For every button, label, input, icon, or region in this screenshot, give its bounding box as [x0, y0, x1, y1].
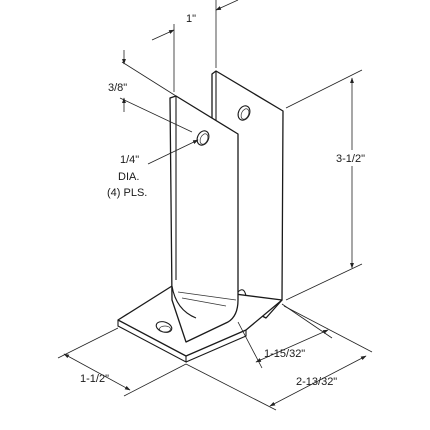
- dim-height: 3-1/2": [285, 69, 374, 301]
- dim-hole-offset: 3/8": [108, 50, 193, 133]
- dim-top-width: 1": [151, 0, 239, 92]
- hole-note: 1/4" DIA. (4) PLS.: [107, 139, 199, 199]
- dim-height-label: 3-1/2": [336, 153, 365, 165]
- front-plate-hole: [196, 130, 210, 146]
- hole-note-qty: (4) PLS.: [107, 187, 147, 199]
- dim-top-width-label: 1": [186, 13, 196, 25]
- hole-note-dia: DIA.: [118, 171, 139, 183]
- front-upright-plate: [169, 95, 239, 343]
- back-plate-hole: [237, 105, 251, 121]
- dim-base-depth: 1-1/2": [57, 327, 187, 397]
- dim-base-inner-label: 1-15/32": [264, 348, 305, 360]
- dim-base-outer-label: 2-13/32": [296, 376, 337, 388]
- dim-hole-offset-label: 3/8": [108, 82, 127, 94]
- bend-radius: [171, 285, 197, 319]
- base-plate-front-edge: [117, 320, 187, 363]
- hole-note-size: 1/4": [120, 154, 139, 166]
- dim-base-outer: 2-13/32": [185, 305, 373, 411]
- dim-base-depth-label: 1-1/2": [80, 373, 109, 385]
- bracket-part: [117, 70, 284, 363]
